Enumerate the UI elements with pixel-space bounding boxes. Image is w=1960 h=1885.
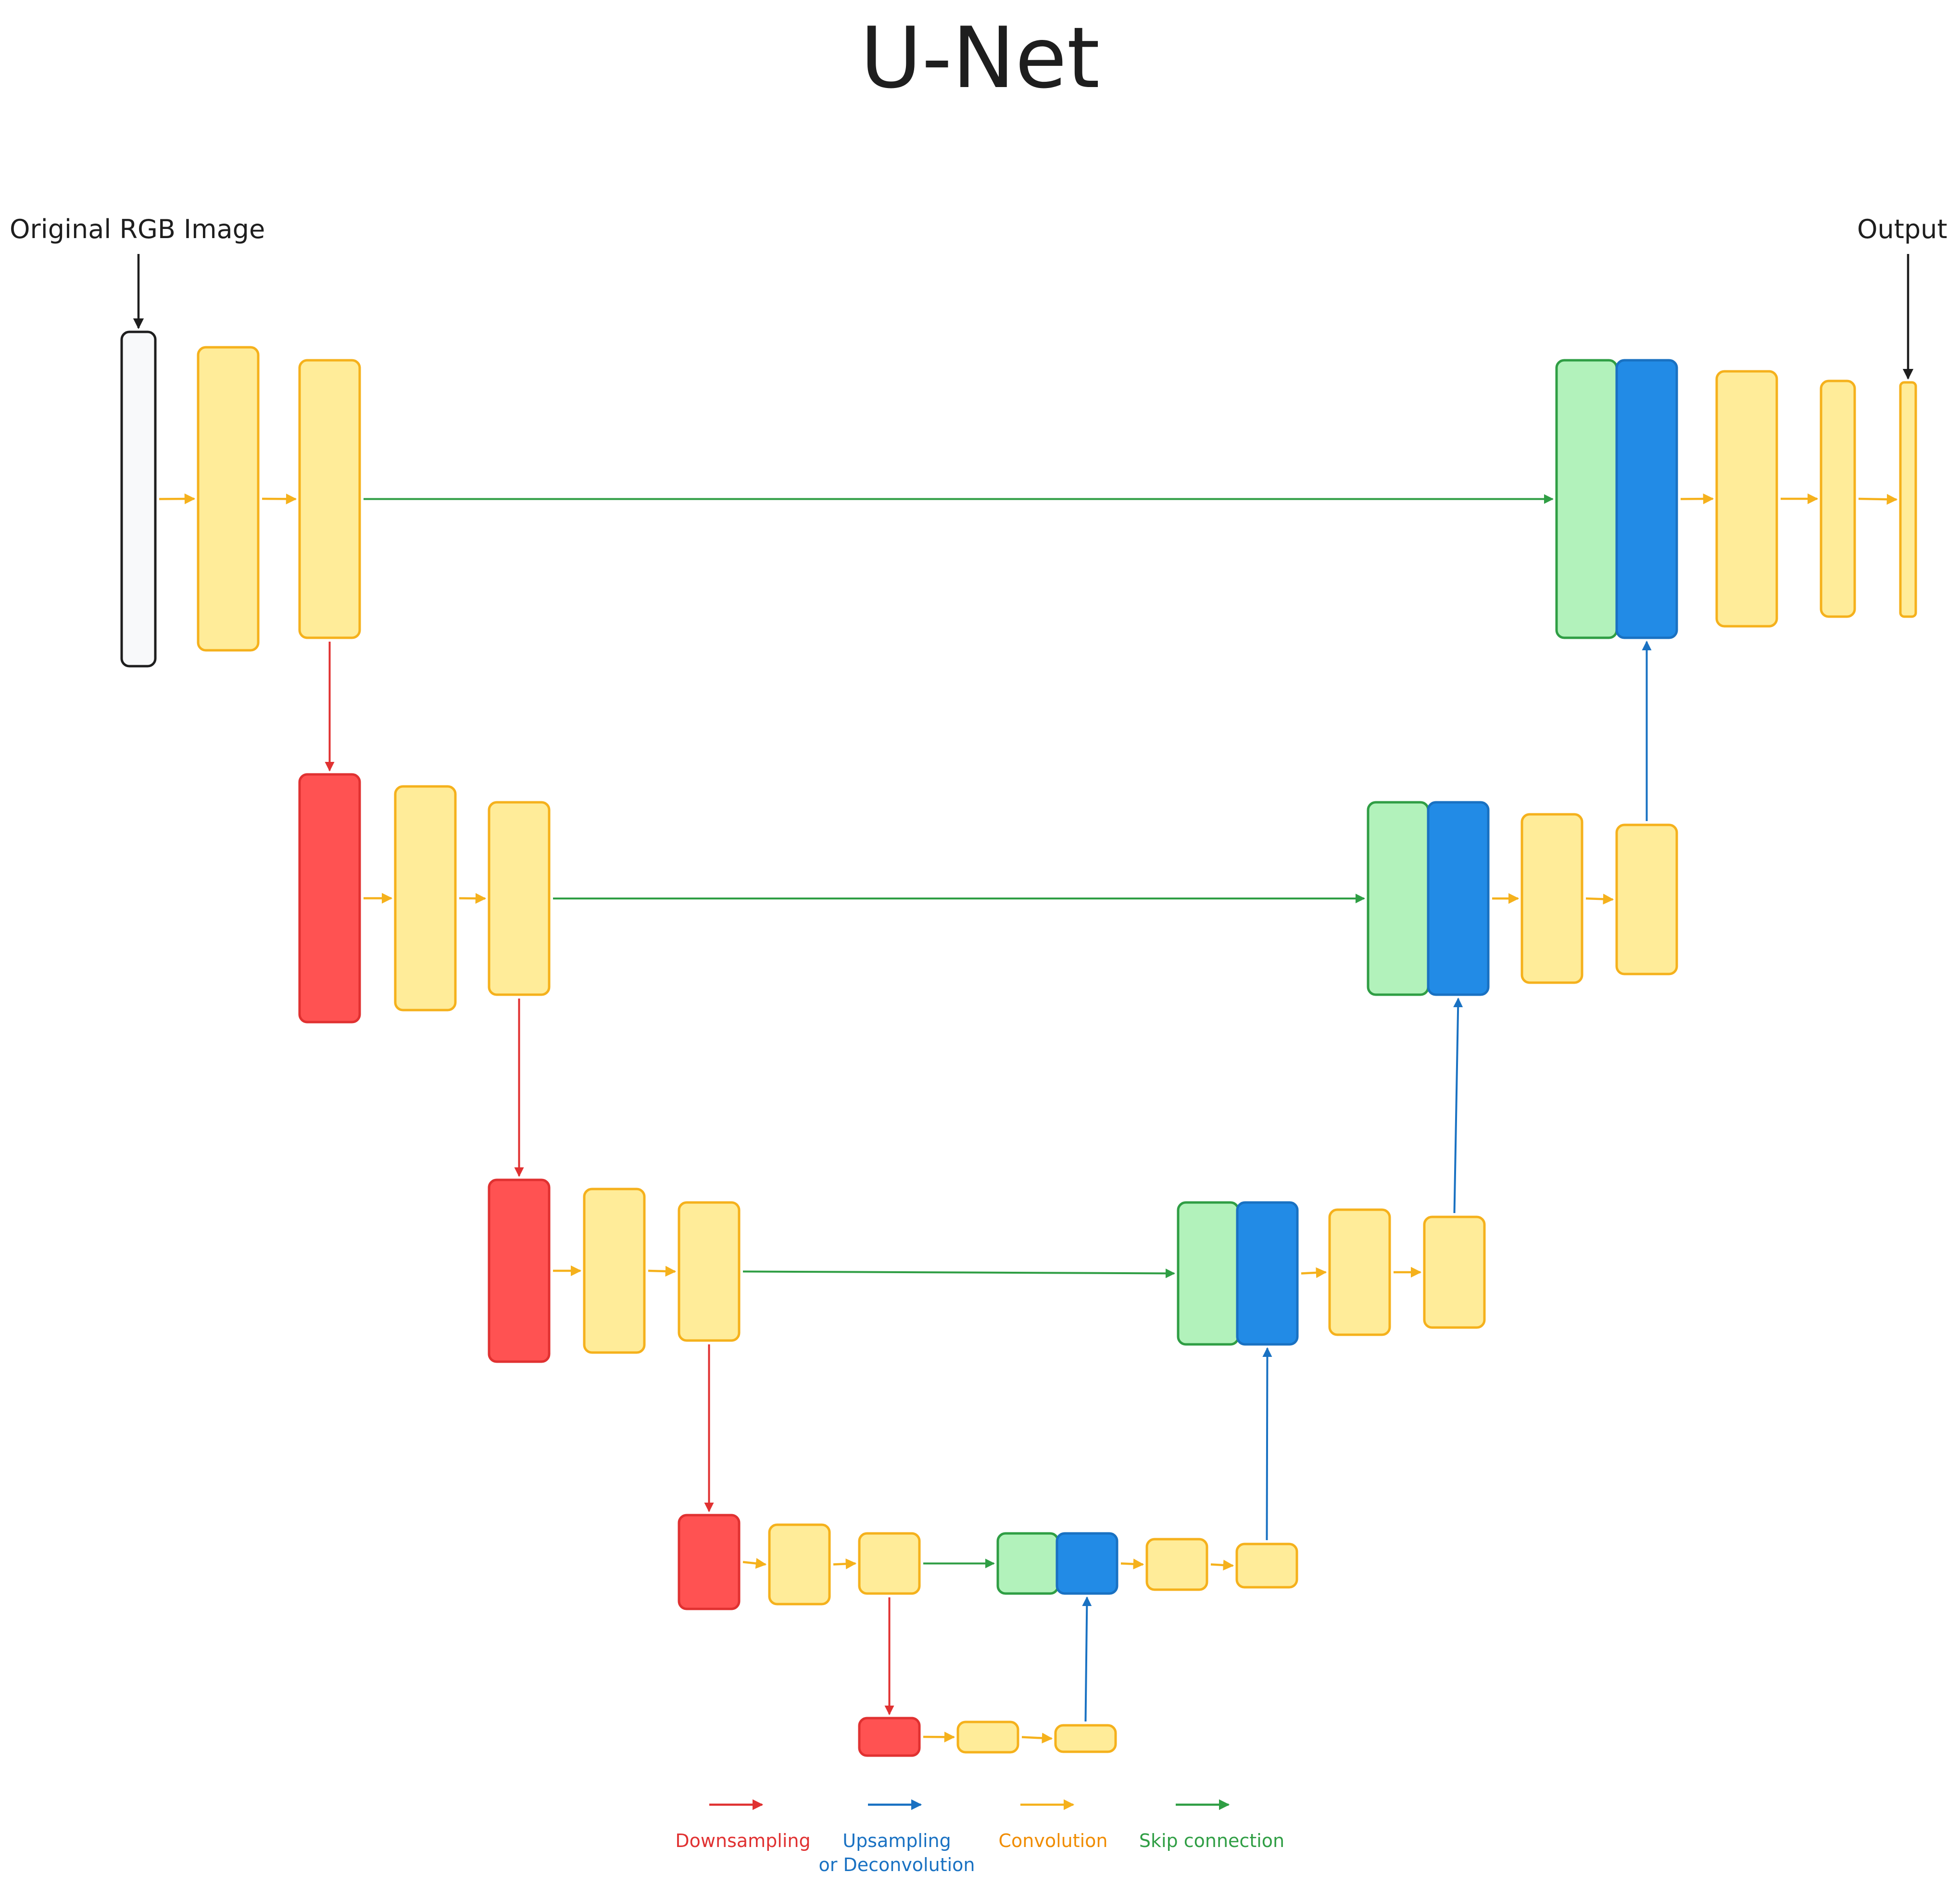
- skip-block-d4s: [996, 1532, 1059, 1595]
- conv-block-out: [1899, 381, 1917, 618]
- skip-block-d3s: [1177, 1201, 1240, 1346]
- conv-arrow-d4u-d4c1: [1120, 1558, 1144, 1569]
- conv-block-e1c1: [197, 346, 260, 652]
- conv-block-bc1: [956, 1721, 1019, 1754]
- conv-arrow-e4c1-e4c2: [833, 1558, 857, 1569]
- diagram-title: U-Net: [860, 10, 1100, 107]
- conv-block-e2c2: [488, 801, 551, 996]
- up-block-d3u: [1236, 1201, 1299, 1346]
- input-label: Original RGB Image: [10, 214, 265, 244]
- up-block-d1u: [1615, 359, 1678, 639]
- conv-arrow-e3c1-e3c2: [648, 1265, 677, 1277]
- skip-arrow-e3c2-d3s: [742, 1268, 1175, 1278]
- down-block-e2d: [298, 773, 361, 1024]
- conv-block-e3c1: [583, 1188, 646, 1354]
- down-block-e3d: [488, 1178, 551, 1363]
- conv-block-e1c2: [298, 359, 361, 639]
- conv-block-d1c1: [1715, 370, 1778, 628]
- conv-arrow-e4d-e4c1: [742, 1558, 767, 1569]
- conv-block-e2c1: [394, 785, 457, 1012]
- conv-arrow-bc1-bc2: [1021, 1733, 1053, 1744]
- up-block-d2u: [1427, 801, 1490, 996]
- conv-block-e4c2: [858, 1532, 921, 1595]
- conv-arrow-d3u-d3c1: [1301, 1267, 1327, 1278]
- up-arrow-d3c2-d2u: [1453, 998, 1463, 1214]
- up-arrow-bc2-d4u: [1082, 1596, 1092, 1722]
- conv-block-d4c1: [1145, 1538, 1208, 1591]
- conv-block-bc2: [1054, 1724, 1117, 1753]
- legend-label-skip-connection: Skip connection: [1139, 1830, 1285, 1851]
- down-block-bd: [858, 1717, 921, 1757]
- conv-block-d3c1: [1328, 1208, 1391, 1336]
- conv-block-d4c2: [1235, 1543, 1298, 1589]
- conv-block-e4c1: [768, 1523, 831, 1606]
- conv-block-d2c1: [1520, 813, 1583, 984]
- conv-block-d1c2: [1820, 380, 1856, 618]
- up-block-d4u: [1055, 1532, 1118, 1595]
- conv-arrow-d1c2-out: [1858, 493, 1898, 505]
- conv-block-d3c2: [1423, 1215, 1486, 1329]
- conv-block-e3c2: [678, 1201, 741, 1342]
- conv-arrow-e2c1-e2c2: [459, 893, 487, 904]
- legend-label-convolution: Convolution: [998, 1830, 1108, 1851]
- legend-label-upsampling: Upsampling: [842, 1830, 951, 1851]
- legend-label-upsampling-line2: or Deconvolution: [818, 1854, 975, 1875]
- conv-arrow-d2c1-d2c2: [1585, 894, 1614, 905]
- input-block-in: [120, 330, 157, 668]
- conv-block-d2c2: [1615, 823, 1678, 975]
- skip-block-d2s: [1367, 801, 1430, 996]
- output-label: Output: [1857, 214, 1947, 244]
- up-arrow-d4c2-d3u: [1262, 1347, 1272, 1541]
- down-block-e4d: [678, 1514, 741, 1610]
- conv-arrow-d4c1-d4c2: [1210, 1559, 1234, 1571]
- skip-block-d1s: [1555, 359, 1618, 639]
- legend-label-downsampling: Downsampling: [675, 1830, 811, 1851]
